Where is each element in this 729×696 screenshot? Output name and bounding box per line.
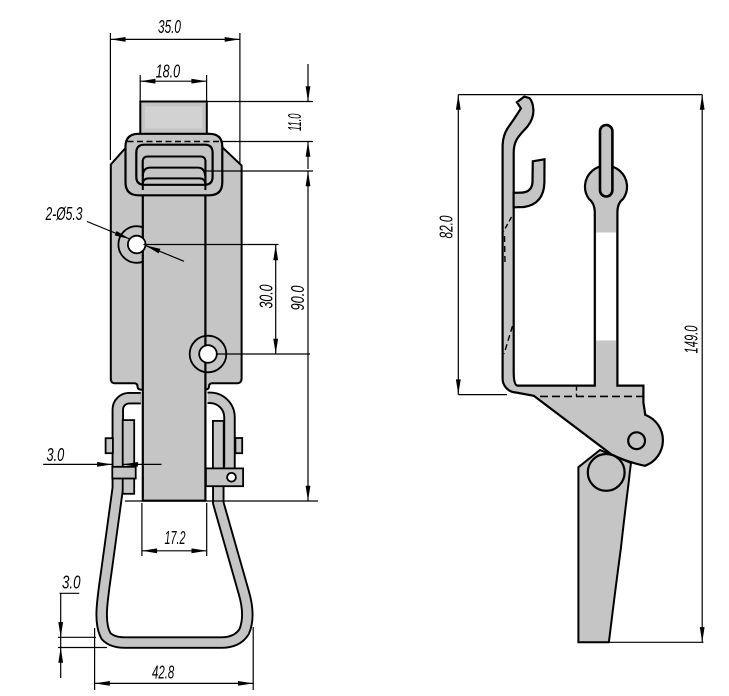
svg-text:3.0: 3.0 [62, 572, 81, 592]
svg-text:3.0: 3.0 [47, 445, 65, 465]
svg-text:42.8: 42.8 [152, 662, 174, 682]
svg-text:30.0: 30.0 [257, 285, 277, 309]
svg-text:90.0: 90.0 [288, 286, 308, 311]
svg-text:2-Ø5.3: 2-Ø5.3 [45, 204, 83, 224]
svg-text:18.0: 18.0 [156, 62, 181, 82]
svg-text:35.0: 35.0 [158, 17, 181, 37]
svg-text:149.0: 149.0 [682, 326, 702, 354]
svg-text:11.0: 11.0 [285, 114, 305, 132]
svg-text:17.2: 17.2 [165, 528, 186, 548]
svg-text:82.0: 82.0 [437, 216, 457, 239]
